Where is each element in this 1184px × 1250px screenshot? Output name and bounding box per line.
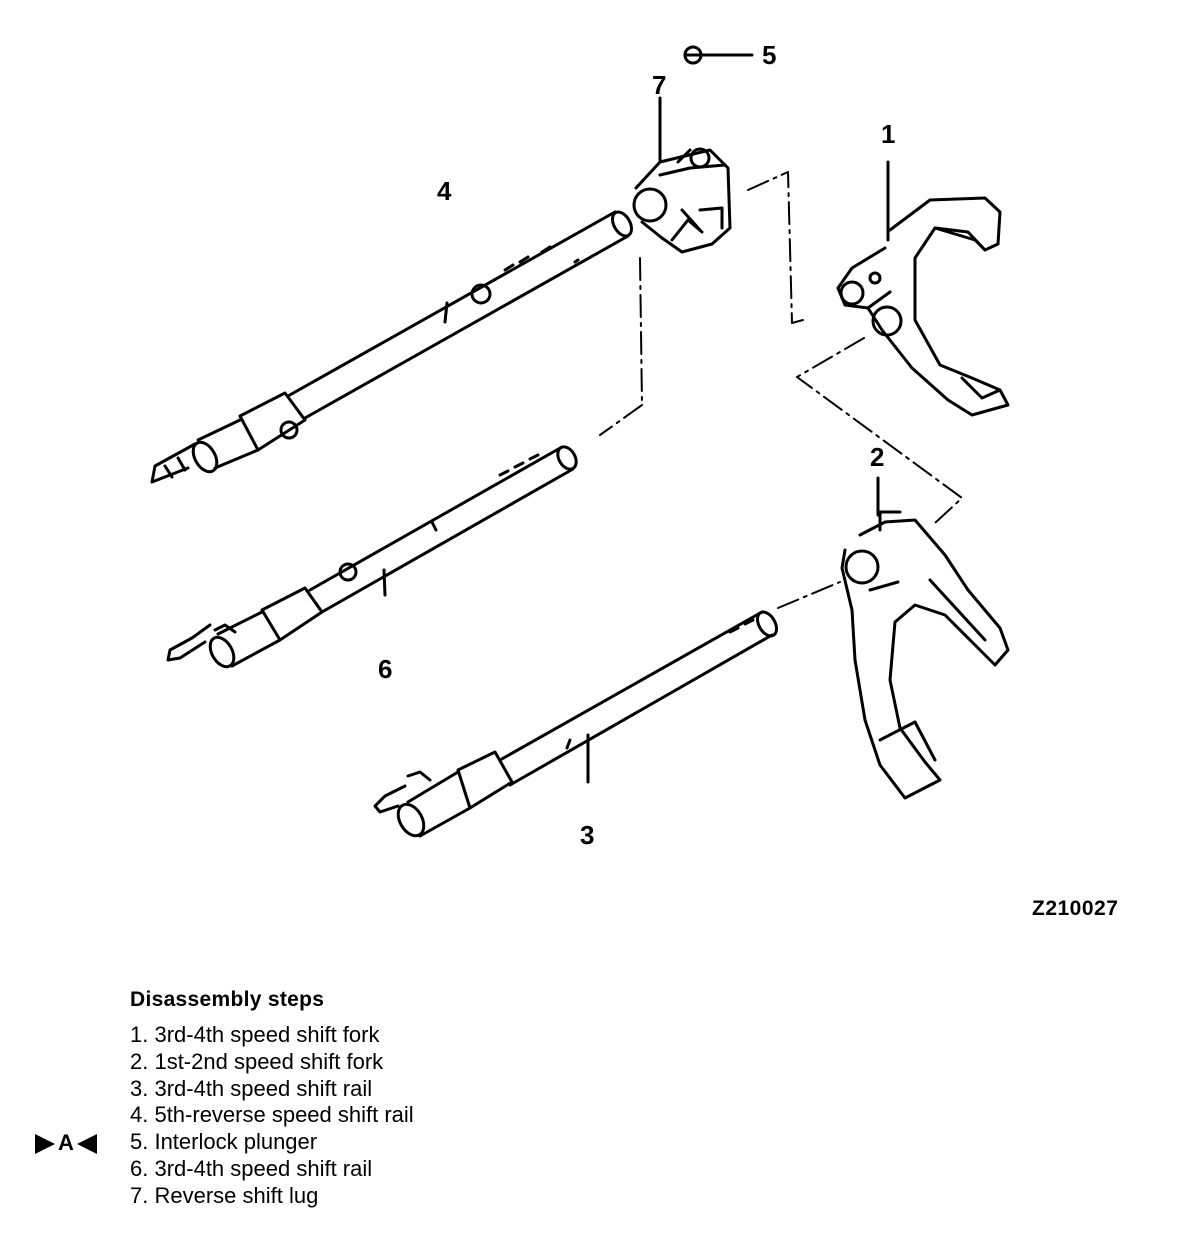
part-3-shift-rail [373, 610, 778, 838]
alignment-lines [599, 171, 963, 609]
part-6-shift-rail [166, 445, 578, 669]
callout-4: 4 [437, 176, 452, 206]
step-item: 1. 3rd-4th speed shift fork [130, 1022, 414, 1049]
part-5-plunger [683, 45, 754, 65]
step-item: 6. 3rd-4th speed shift rail [130, 1156, 414, 1183]
step-item: 7. Reverse shift lug [130, 1183, 414, 1210]
part-4-shift-rail [150, 210, 633, 484]
figure-code: Z210027 [1032, 897, 1119, 920]
step-item: 2. 1st-2nd speed shift fork [130, 1049, 414, 1076]
step-text: 1. 3rd-4th speed shift fork [130, 1022, 380, 1047]
step-text: 7. Reverse shift lug [130, 1182, 319, 1208]
part-2-shift-fork [840, 476, 1010, 800]
marker-letter: A [58, 1130, 74, 1156]
step-text: 3. 3rd-4th speed shift rail [130, 1075, 373, 1101]
steps-list: 1. 3rd-4th speed shift fork 2. 1st-2nd s… [35, 1022, 414, 1210]
disassembly-steps: Disassembly steps 1. 3rd-4th speed shift… [35, 988, 414, 1210]
callout-3: 3 [580, 820, 595, 850]
callout-2: 2 [870, 442, 885, 472]
callout-1: 1 [881, 119, 896, 149]
callout-5: 5 [762, 40, 777, 70]
part-7-reverse-lug [632, 96, 732, 254]
triangle-left-icon [76, 1133, 97, 1154]
steps-title: Disassembly steps [130, 988, 325, 1011]
exploded-diagram [150, 45, 1010, 838]
step-item: 4. 5th-reverse speed shift rail [130, 1102, 414, 1129]
step-item: A 5. Interlock plunger [35, 1129, 414, 1156]
triangle-right-icon [35, 1133, 55, 1154]
step-text: 2. 1st-2nd speed shift fork [130, 1048, 384, 1074]
callout-6: 6 [378, 654, 393, 684]
step-item: 3. 3rd-4th speed shift rail [130, 1076, 414, 1103]
procedure-marker: A [35, 1130, 97, 1157]
step-text: 4. 5th-reverse speed shift rail [130, 1102, 414, 1128]
callout-7: 7 [652, 70, 667, 100]
step-text: 5. Interlock plunger [130, 1129, 318, 1155]
step-text: 6. 3rd-4th speed shift rail [130, 1155, 373, 1181]
part-1-shift-fork [836, 160, 1010, 417]
